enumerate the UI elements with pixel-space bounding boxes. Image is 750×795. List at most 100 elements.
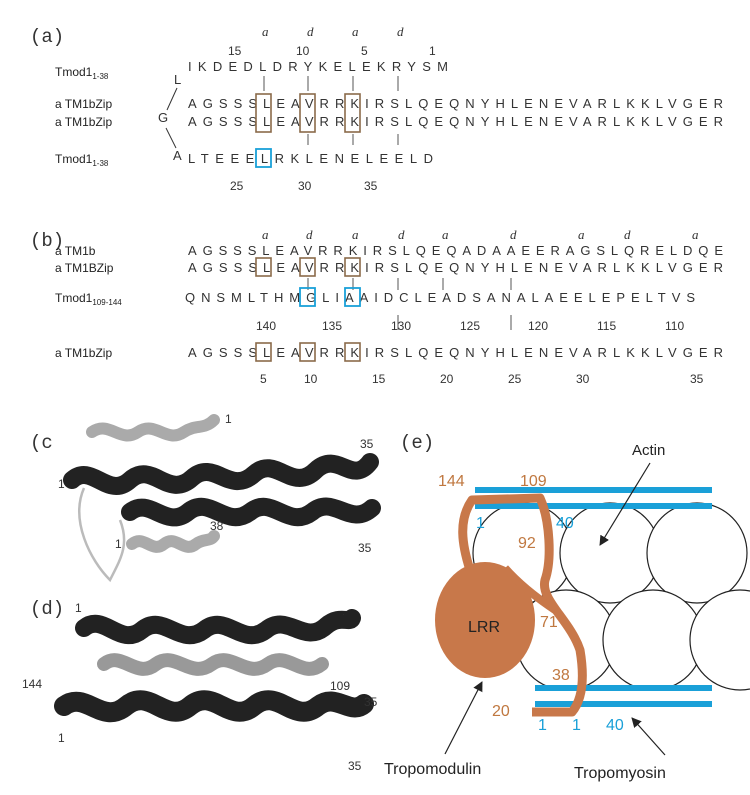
tick-lines-b bbox=[307, 278, 512, 330]
panel-d: (d) 1 144 109 35 1 35 bbox=[22, 598, 378, 773]
heptad-letter: d bbox=[510, 227, 517, 242]
tmod109-label: Tmod1109-144 bbox=[55, 291, 122, 307]
tm1b-label: a TM1b bbox=[55, 244, 96, 258]
contact-boxes-b-top bbox=[255, 257, 361, 277]
actin-subunit bbox=[689, 589, 750, 691]
tmod-top-sequence: IKDEDLDRYKELEKRYSM bbox=[188, 59, 448, 74]
tm-residue-1-bottom: 1 bbox=[538, 717, 547, 734]
tropomodulin-chain bbox=[458, 493, 587, 717]
tmod-residue-38: 38 bbox=[552, 667, 570, 684]
residue-number: 30 bbox=[298, 179, 312, 193]
tm-residue-1-bottom-b: 1 bbox=[572, 717, 581, 734]
tm1bzip2-label: a TM1bZip bbox=[55, 346, 112, 360]
panel-a: (a) a d a d 15 10 5 1 Tmod11-38 IKDEDLDR… bbox=[30, 24, 723, 193]
contact-boxes-b-bottom bbox=[255, 342, 361, 362]
heptad-letter: a bbox=[262, 24, 269, 39]
tm-residue-40-bottom: 40 bbox=[606, 717, 624, 734]
heptad-letter: a bbox=[262, 227, 269, 242]
heptad-letter: d bbox=[624, 227, 631, 242]
panel-label-a: (a) bbox=[30, 26, 64, 48]
residue-numbers-bottom-a: 25 30 35 bbox=[230, 179, 378, 193]
residue-number: 130 bbox=[391, 319, 411, 333]
tmod-residue-71: 71 bbox=[540, 614, 558, 631]
linker-residue: G bbox=[158, 110, 168, 125]
residue-numbers-bottom-b: 5 10 15 20 25 30 35 bbox=[260, 372, 704, 386]
zip2-sequence: AGSSSLEAVRRKIRSLQEQNYHLENEVARLKKLVGER bbox=[188, 114, 723, 129]
zip1-sequence: AGSSSLEAVRRKIRSLQEQNYHLENEVARLKKLVGER bbox=[188, 96, 723, 111]
linker-residue: L bbox=[174, 72, 181, 87]
loop-light bbox=[78, 487, 126, 583]
heptad-row-b: a d a d a d a d a bbox=[262, 227, 699, 242]
residue-number: 10 bbox=[304, 372, 318, 386]
tmod-bottom-sequence: LTEEELRKLENELEELD bbox=[188, 151, 433, 166]
residue-number: 25 bbox=[230, 179, 244, 193]
terminus-label: 1 bbox=[58, 477, 65, 491]
residue-number: 15 bbox=[228, 44, 242, 58]
residue-number: 30 bbox=[576, 372, 590, 386]
helix-dark-top bbox=[75, 609, 361, 645]
actin-label: Actin bbox=[632, 442, 665, 459]
terminus-label: 144 bbox=[22, 677, 42, 691]
helix-dark-main bbox=[63, 453, 381, 527]
tm-residue-1-top: 1 bbox=[476, 515, 485, 532]
heptad-letter: d bbox=[307, 24, 314, 39]
zip2-label: a TM1bZip bbox=[55, 115, 112, 129]
panel-label-c: (c bbox=[30, 432, 53, 454]
helix-light-top bbox=[86, 414, 220, 442]
tmod-residue-20: 20 bbox=[492, 703, 510, 720]
terminus-label: 1 bbox=[115, 537, 122, 551]
terminus-label: 1 bbox=[225, 412, 232, 426]
contact-boxes-blue-b bbox=[299, 287, 361, 307]
tm-residue-40-top: 40 bbox=[556, 515, 574, 532]
heptad-letter: d bbox=[398, 227, 405, 242]
tm1bzip2-sequence: AGSSSLEAVRRKIRSLQEQNYHLENEVARLKKLVGER bbox=[188, 345, 723, 360]
tropomyosin-label: Tropomyosin bbox=[574, 765, 666, 782]
heptad-letter: a bbox=[692, 227, 699, 242]
residue-number: 35 bbox=[690, 372, 704, 386]
residue-number: 1 bbox=[429, 44, 436, 58]
terminus-label: 35 bbox=[360, 437, 374, 451]
residue-number: 5 bbox=[361, 44, 368, 58]
zip1-label: a TM1bZip bbox=[55, 97, 112, 111]
panel-b: (b) a d a d a d a d a a TM1b AGSSSLEAVRR… bbox=[30, 227, 723, 386]
contact-box-blue bbox=[255, 148, 272, 168]
heptad-row-a: a d a d bbox=[262, 24, 404, 39]
tmod-residue-109: 109 bbox=[520, 473, 547, 490]
residue-number: 5 bbox=[260, 372, 267, 386]
terminus-label: 35 bbox=[358, 541, 372, 555]
lrr-domain bbox=[435, 562, 535, 678]
terminus-label: 35 bbox=[348, 759, 362, 773]
contact-boxes-a bbox=[255, 93, 361, 133]
lrr-label: LRR bbox=[468, 619, 500, 636]
actin-subunit bbox=[646, 502, 748, 604]
linker-residue: A bbox=[173, 148, 182, 163]
terminus-label: 1 bbox=[58, 731, 65, 745]
heptad-letter: d bbox=[306, 227, 313, 242]
linker: L G A bbox=[158, 72, 182, 163]
helix-dark-bottom bbox=[54, 690, 374, 723]
panel-label-d: (d) bbox=[30, 598, 64, 620]
tmod-residue-144: 144 bbox=[438, 473, 465, 490]
tropomyosin-bottom bbox=[535, 685, 712, 707]
heptad-letter: a bbox=[352, 227, 359, 242]
terminus-label: 35 bbox=[364, 695, 378, 709]
helix-light-bottom bbox=[126, 530, 220, 553]
panel-label-b: (b) bbox=[30, 230, 64, 252]
actin-arrow bbox=[599, 462, 651, 546]
tmod109-sequence: QNSMLTHMGLIAAIDCLEADSANALAEELEPELTVS bbox=[185, 290, 695, 305]
residue-number: 110 bbox=[665, 319, 684, 333]
residue-number: 15 bbox=[372, 372, 386, 386]
tropomodulin-label: Tropomodulin bbox=[384, 761, 481, 778]
tmod-bottom-label: Tmod11-38 bbox=[55, 152, 109, 168]
terminus-label: 38 bbox=[210, 519, 224, 533]
residue-number: 20 bbox=[440, 372, 454, 386]
terminus-label: 1 bbox=[75, 601, 82, 615]
heptad-letter: d bbox=[397, 24, 404, 39]
panel-label-e: (e) bbox=[400, 432, 434, 454]
tropomyosin-arrow bbox=[631, 717, 666, 756]
residue-number: 125 bbox=[460, 319, 480, 333]
residue-number: 25 bbox=[508, 372, 522, 386]
panel-e: (e) 144 109 92 71 38 20 1 40 bbox=[384, 432, 750, 782]
residue-numbers-top: 15 10 5 1 bbox=[228, 44, 436, 58]
